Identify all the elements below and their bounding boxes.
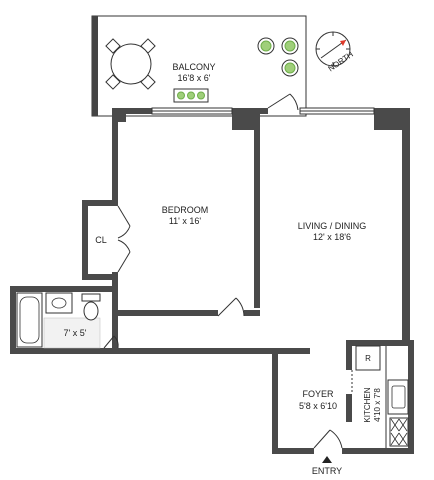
balcony-name: BALCONY [172,62,215,72]
foyer-name: FOYER [302,389,334,399]
walls [10,108,414,454]
entry-arrow-icon [322,456,332,463]
kitchen-fixtures: R [355,345,409,448]
doors [103,93,353,449]
planter-box-icon [173,88,209,103]
foyer-size: 5'8 x 6'10 [299,401,337,411]
fridge-label: R [365,354,371,363]
bedroom-size: 11' x 16' [169,216,202,226]
living-size: 12' x 18'6 [313,232,351,242]
kitchen-sink-icon [387,379,409,415]
kitchen-size: 4'10 x 7'8 [373,388,382,422]
plant-icon [257,37,299,77]
kitchen-name: KITCHEN [363,387,372,422]
toilet-icon [81,293,101,321]
bedroom-name: BEDROOM [162,205,209,215]
sink-icon [45,292,73,314]
living-name: LIVING / DINING [298,221,367,231]
dining-table-icon [105,38,156,90]
stove-icon [389,417,409,447]
balcony: BALCONY 16'8 x 6' [91,15,307,117]
balcony-size: 16'8 x 6' [178,73,211,83]
bathtub-icon [16,292,43,348]
fridge-icon [355,345,381,371]
windows [151,107,375,115]
entry-label: ENTRY [312,466,342,476]
closet-name: CL [95,235,107,245]
bathroom-fixtures [16,292,101,349]
tile-floor [43,317,101,349]
balcony-railing [92,16,98,116]
compass-icon: NORTH [315,31,355,73]
bath-size: 7' x 5' [64,328,87,338]
